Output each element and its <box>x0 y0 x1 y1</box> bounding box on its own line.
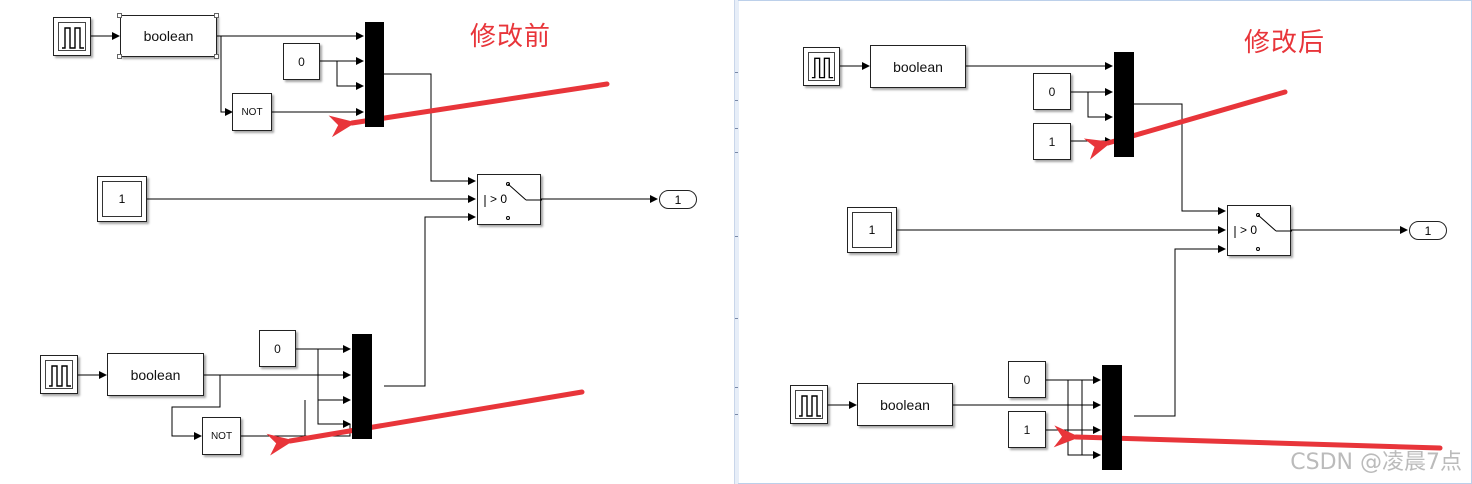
switch-block[interactable]: > 0 <box>477 174 542 225</box>
switch-icon <box>484 182 542 220</box>
mux-block[interactable] <box>1102 365 1122 470</box>
right-title: 修改后 <box>1244 28 1326 58</box>
outport-block[interactable]: 1 <box>659 190 697 209</box>
wire <box>1067 380 1101 459</box>
constant-block[interactable]: 1 <box>1033 123 1071 160</box>
switch-threshold: > 0 <box>1240 223 1258 237</box>
annotation-arrow <box>1053 425 1443 451</box>
constant-source-block[interactable]: 1 <box>97 176 147 222</box>
constant-source-block[interactable]: 1 <box>847 207 897 253</box>
constant-block[interactable]: 1 <box>1008 411 1046 448</box>
panel-divider <box>734 0 739 484</box>
switch-block[interactable]: > 0 <box>1227 205 1292 256</box>
selection-handle[interactable] <box>214 13 219 18</box>
ruler-ticks <box>735 0 738 484</box>
wire <box>171 375 221 440</box>
wire <box>384 73 476 185</box>
selection-handle[interactable] <box>117 54 122 59</box>
selection-handle[interactable] <box>214 54 219 59</box>
wire <box>1087 92 1113 121</box>
not-block[interactable]: NOT <box>202 417 241 455</box>
pulse-icon <box>62 27 84 49</box>
pulse-icon <box>799 395 821 417</box>
annotation-arrow <box>266 389 585 456</box>
constant-source-value: 1 <box>852 212 892 248</box>
annotation-arrow <box>1083 89 1288 160</box>
pulse-generator-block[interactable] <box>40 355 78 394</box>
wire <box>241 400 306 437</box>
boolean-convert-block[interactable]: boolean <box>870 45 966 88</box>
wire <box>220 36 233 116</box>
pulse-generator-block[interactable] <box>790 385 828 424</box>
switch-icon <box>1234 213 1292 251</box>
pulse-icon <box>811 57 834 79</box>
boolean-convert-block[interactable]: boolean <box>107 353 204 396</box>
constant-block[interactable]: 0 <box>283 43 320 80</box>
wire <box>1134 245 1226 417</box>
pulse-icon <box>49 365 71 387</box>
boolean-convert-block[interactable]: boolean <box>120 15 217 57</box>
constant-block[interactable]: 0 <box>1008 361 1046 398</box>
left-title: 修改前 <box>470 22 552 52</box>
not-block[interactable]: NOT <box>232 93 272 131</box>
watermark: CSDN @凌晨7点 <box>1290 450 1462 475</box>
switch-threshold: > 0 <box>490 192 508 206</box>
mux-block[interactable] <box>352 334 372 439</box>
mux-block[interactable] <box>365 22 384 127</box>
wire <box>384 213 476 387</box>
constant-block[interactable]: 0 <box>1033 73 1071 110</box>
selection-handle[interactable] <box>117 13 122 18</box>
wire <box>336 61 364 90</box>
wire <box>1134 103 1226 215</box>
constant-source-value: 1 <box>102 181 142 217</box>
pulse-generator-block[interactable] <box>803 47 840 86</box>
boolean-convert-block[interactable]: boolean <box>857 383 953 426</box>
outport-block[interactable]: 1 <box>1409 221 1447 240</box>
constant-block[interactable]: 0 <box>259 330 296 367</box>
annotation-arrow <box>328 81 610 138</box>
wire <box>317 400 351 428</box>
mux-block[interactable] <box>1114 52 1134 157</box>
pulse-generator-block[interactable] <box>53 17 91 56</box>
